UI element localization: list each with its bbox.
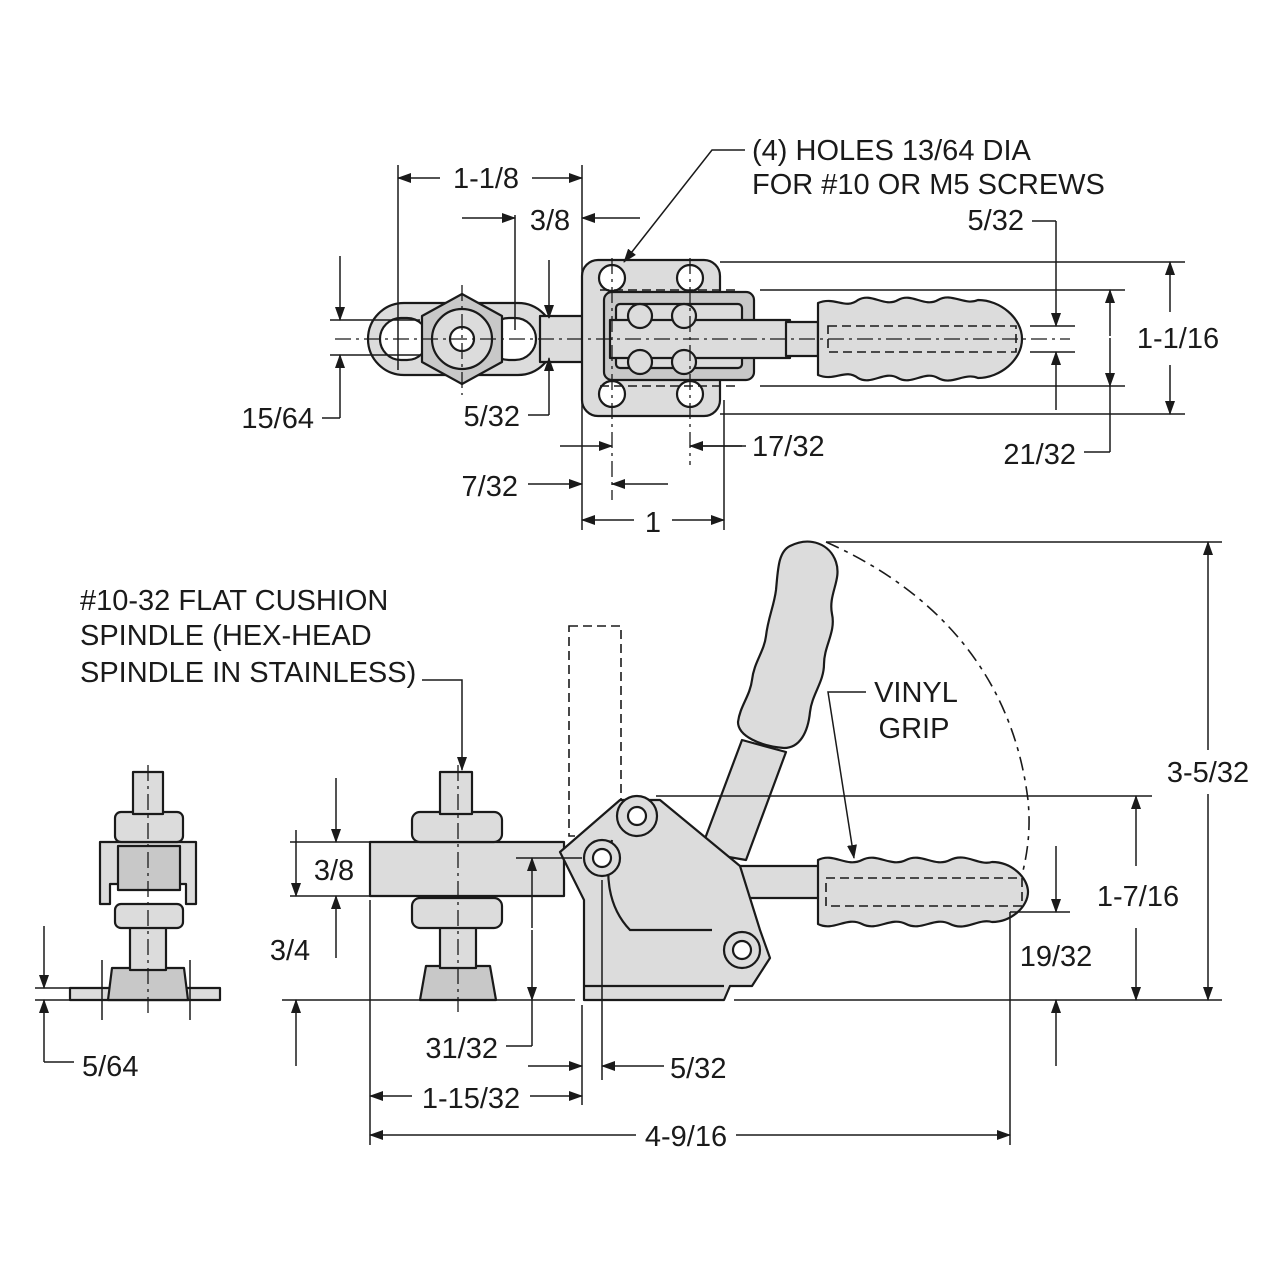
end-upper-nut — [113, 810, 185, 844]
upper-hex-nut — [410, 810, 504, 844]
pivot-front-pin — [591, 847, 613, 869]
holes-callout-line1: (4) HOLES 13/64 DIA — [752, 135, 1031, 167]
dim-label-3-5-32: 3-5/32 — [1167, 757, 1249, 789]
handle-shaft — [698, 738, 788, 862]
spindle-callout-line2: SPINDLE (HEX-HEAD — [80, 620, 372, 652]
spindle-callout-line1: #10-32 FLAT CUSHION — [80, 585, 388, 617]
dim-label-7-32: 7/32 — [462, 471, 518, 503]
grip-core — [825, 877, 1023, 907]
lower-hex-nut — [410, 896, 504, 930]
dim-label-5-32-left: 5/32 — [464, 401, 520, 433]
spindle-callout-line3: SPINDLE IN STAINLESS) — [80, 657, 416, 689]
end-arm-slot — [116, 844, 182, 892]
dim-label-1-1-16: 1-1/16 — [1137, 323, 1219, 355]
pivot-top-pin — [626, 805, 648, 827]
dim-label-21-32: 21/32 — [1003, 439, 1076, 471]
handle-horizontal-rod — [738, 864, 832, 900]
top-pivot-pin-3 — [670, 302, 698, 330]
dim-label-1-7-16: 1-7/16 — [1097, 881, 1179, 913]
top-view-dimensions — [322, 149, 1185, 530]
pivot-rear-pin — [731, 939, 753, 961]
top-pivot-pin-1 — [626, 302, 654, 330]
vinyl-grip-horizontal — [816, 856, 1030, 928]
vinyl-grip-leader — [827, 691, 866, 859]
top-pivot-pin-2 — [626, 348, 654, 376]
spindle-thread — [438, 770, 474, 816]
vinyl-callout-line2: GRIP — [879, 713, 950, 745]
dim-label-3-8-top: 3/8 — [530, 205, 570, 237]
labels: (4) HOLES 13/64 DIA FOR #10 OR M5 SCREWS… — [80, 135, 1249, 1153]
top-view — [335, 258, 1070, 500]
side-view-dimensions — [282, 541, 1222, 1145]
dim-label-5-64: 5/64 — [82, 1051, 138, 1083]
dim-label-1: 1 — [645, 507, 661, 539]
dim-label-1-1-8: 1-1/8 — [453, 163, 519, 195]
vinyl-grip-upright — [736, 540, 839, 750]
end-view — [35, 765, 222, 1063]
clamp-arm — [368, 840, 566, 898]
dim-label-3-8-side: 3/8 — [314, 855, 354, 887]
handle-swing-arc — [825, 541, 1030, 897]
dim-label-17-32: 17/32 — [752, 431, 825, 463]
dim-label-5-32-right: 5/32 — [968, 205, 1024, 237]
spindle-leader — [422, 679, 467, 771]
dim-label-15-64: 15/64 — [241, 403, 314, 435]
holes-callout-line2: FOR #10 OR M5 SCREWS — [752, 169, 1105, 201]
end-lower-nut — [113, 902, 185, 930]
dim-label-5-32-side: 5/32 — [670, 1053, 726, 1085]
vinyl-callout-line1: VINYL — [874, 677, 958, 709]
dim-label-31-32: 31/32 — [425, 1033, 498, 1065]
side-view — [368, 540, 1030, 1012]
dim-label-19-32: 19/32 — [1020, 941, 1093, 973]
dim-label-4-9-16: 4-9/16 — [645, 1121, 727, 1153]
top-pivot-pin-4 — [670, 348, 698, 376]
dim-label-3-4: 3/4 — [270, 935, 310, 967]
dim-label-1-15-32: 1-15/32 — [422, 1083, 520, 1115]
holes-leader — [623, 149, 745, 263]
